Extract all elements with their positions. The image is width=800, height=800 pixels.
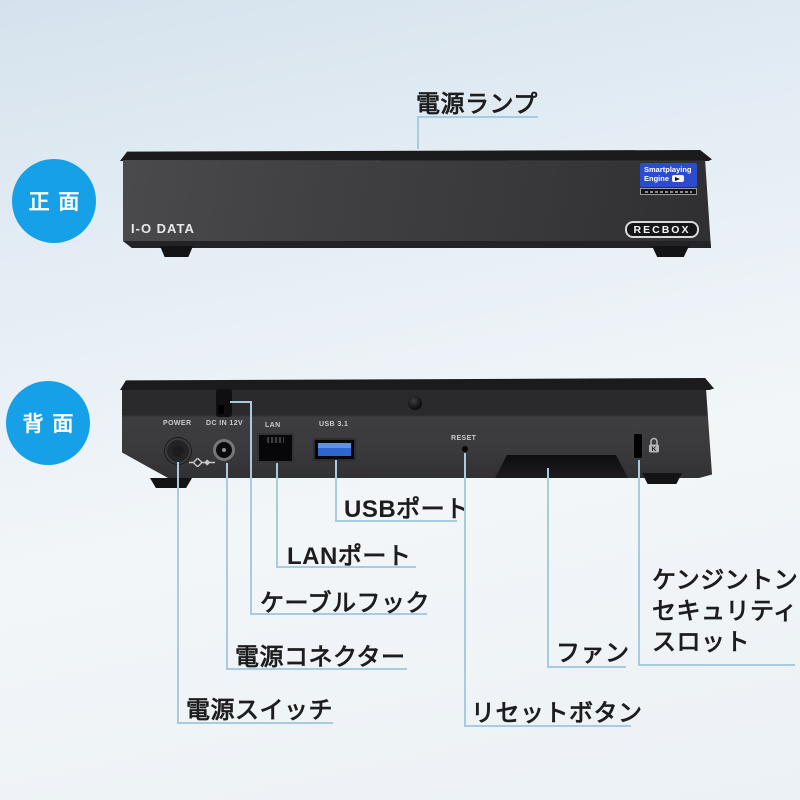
callout-line-cable-hook-vertical <box>250 401 252 615</box>
screw-icon <box>408 396 422 410</box>
power-toggle-icon <box>189 458 215 467</box>
engine-play-icon <box>672 175 685 182</box>
io-data-logo: I-O DATA <box>131 221 195 236</box>
front-view-badge-label: 正面 <box>28 191 89 214</box>
callout-label-power-connector: 電源コネクター <box>235 644 406 671</box>
callout-line-usb-underline <box>335 520 457 522</box>
callout-line-fan-vertical <box>547 468 549 668</box>
lan-port-label: LAN <box>265 422 281 429</box>
engine-badge-line2: Engine <box>644 174 670 183</box>
callout-line-cable-hook-stub <box>230 401 252 403</box>
callout-line-reset-underline <box>464 725 631 727</box>
callout-label-usb-port: USBポート <box>344 496 470 523</box>
callout-label-fan: ファン <box>556 640 630 667</box>
front-top-lid <box>120 150 712 161</box>
usb-port-label: USB 3.1 <box>319 421 349 428</box>
callout-line-fan-underline <box>547 666 626 668</box>
kensington-label-line2: セキュリティ <box>652 598 798 625</box>
callout-line-kensington-vertical <box>638 460 640 666</box>
back-foot-right <box>642 473 682 484</box>
callout-line-lan-underline <box>276 566 416 568</box>
callout-line-power-connector-vertical <box>226 463 228 670</box>
power-switch-button <box>165 438 191 464</box>
front-foot-left <box>160 246 193 257</box>
callout-label-kensington: ケンジントン セキュリティ スロット <box>652 565 798 658</box>
callout-line-power-switch-underline <box>177 722 333 724</box>
callout-line-power-switch-vertical <box>177 462 179 724</box>
callout-line-power-lamp-horizontal <box>417 116 538 118</box>
cable-hook <box>216 389 232 417</box>
engine-badge-caption-strip <box>640 188 697 195</box>
callout-line-usb-vertical <box>335 460 337 522</box>
device-back-view: POWER DC IN 12V LAN USB 3.1 RESET K <box>118 375 716 490</box>
callout-label-lan-port: LANポート <box>287 543 412 570</box>
kensington-security-slot <box>633 433 643 459</box>
dc-port-label: DC IN 12V <box>206 420 244 427</box>
callout-line-power-lamp-vertical <box>417 116 419 149</box>
back-foot-left <box>150 478 192 488</box>
callout-label-power-lamp: 電源ランプ <box>416 91 538 118</box>
back-top-lid <box>120 378 714 390</box>
reset-button-hole <box>462 446 468 452</box>
back-view-badge: 背面 <box>6 381 90 465</box>
kensington-label-line3: スロット <box>652 629 750 656</box>
kensington-label-line1: ケンジントン <box>652 567 799 594</box>
callout-line-reset-vertical <box>464 453 466 727</box>
callout-label-power-switch: 電源スイッチ <box>186 697 333 724</box>
front-foot-right <box>652 246 689 257</box>
kensington-lock-icon: K <box>649 437 659 453</box>
engine-badge-line1: Smartplaying <box>644 165 692 174</box>
callout-line-lan-vertical <box>276 463 278 568</box>
recbox-logo: RECBOX <box>625 221 699 238</box>
usb-port <box>313 438 356 461</box>
callout-line-kensington-underline <box>638 664 795 666</box>
callout-label-cable-hook: ケーブルフック <box>260 590 431 617</box>
back-view-badge-label: 背面 <box>22 413 83 436</box>
front-view-badge: 正面 <box>12 159 96 243</box>
kensington-icon-letter: K <box>652 446 657 453</box>
power-port-label: POWER <box>163 420 192 427</box>
lan-port <box>257 433 294 463</box>
recbox-logo-text: RECBOX <box>633 223 691 236</box>
callout-line-cable-hook-underline <box>250 613 427 615</box>
dc-power-connector <box>213 439 235 461</box>
callout-line-power-connector-underline <box>226 668 407 670</box>
reset-port-label: RESET <box>451 435 477 442</box>
usb-port-tongue <box>318 443 351 456</box>
front-face-panel <box>123 160 711 248</box>
fan-vent <box>495 455 628 478</box>
device-front-view: I-O DATA Smartplaying Engine RECBOX <box>118 145 714 263</box>
callout-label-reset-button: リセットボタン <box>471 700 643 727</box>
smartplaying-engine-badge: Smartplaying Engine <box>640 163 697 187</box>
